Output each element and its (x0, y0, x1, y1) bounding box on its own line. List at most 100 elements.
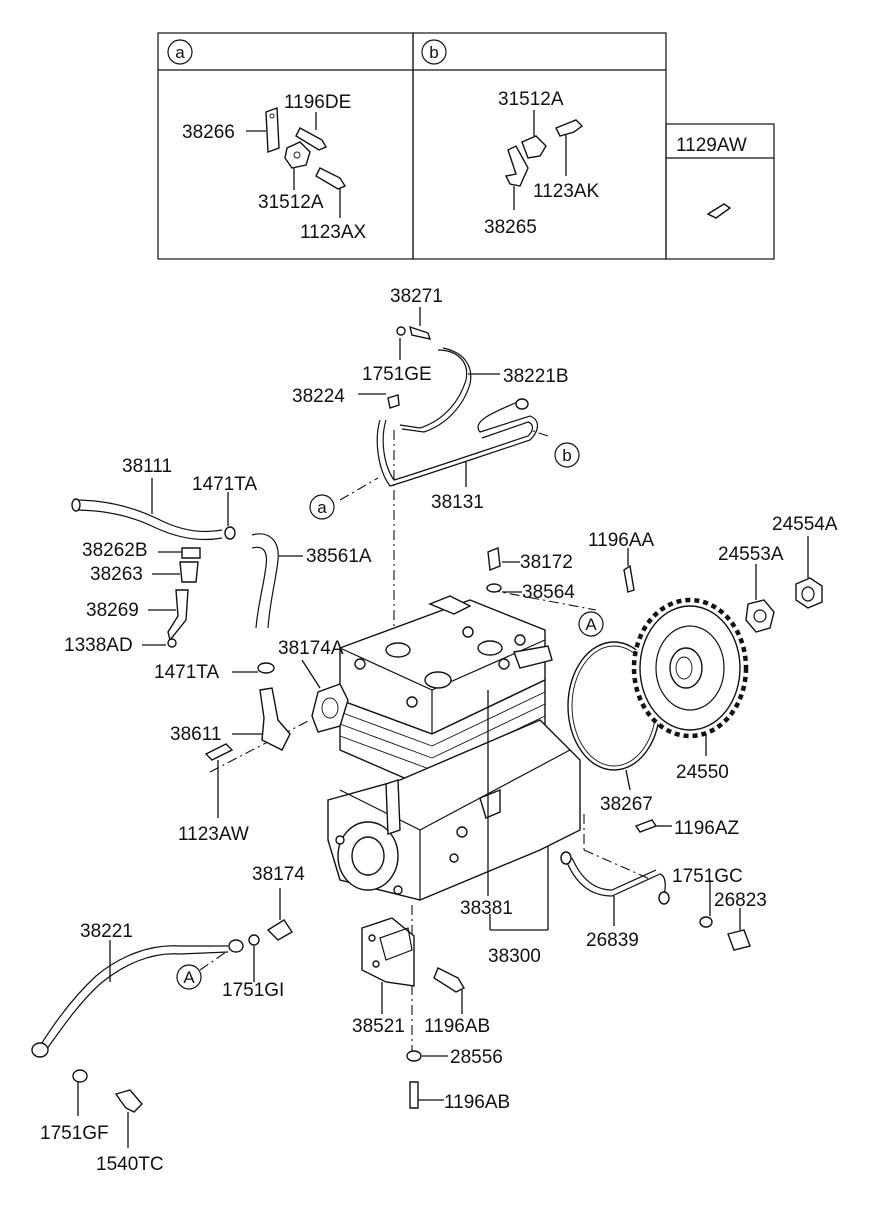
label-1751gf: 1751GF (40, 1123, 109, 1144)
gear-24550 (631, 597, 749, 739)
label-1196az: 1196AZ (674, 818, 740, 839)
bolt-1123ak-icon (555, 119, 584, 137)
bolt-1196aa-icon (623, 564, 635, 593)
label-1123ax: 1123AX (300, 222, 367, 243)
label-24554a: 24554A (772, 514, 838, 535)
inset-c-header: 1129AW (676, 135, 747, 156)
label-38300: 38300 (488, 946, 541, 967)
label-31512a-a: 31512A (258, 192, 324, 213)
bolt-1196de-icon (295, 127, 327, 151)
compressor-body: A 38172 1196AA 38564 38174A 1471TA 38611… (154, 430, 655, 1060)
elbow-38611-icon (259, 687, 291, 751)
label-38381: 38381 (460, 898, 513, 919)
label-1540tc: 1540TC (96, 1154, 164, 1175)
callout-a-main-label: a (317, 498, 327, 517)
lockwasher-24553a-icon (745, 599, 775, 633)
pipe-assembly-top: a b 38271 1751GE 38221B 38224 38131 (292, 286, 580, 520)
label-38265: 38265 (484, 217, 537, 238)
label-38267: 38267 (600, 794, 653, 815)
clamp-31512a-b-icon (521, 135, 547, 159)
bolt-1196az-icon (634, 819, 658, 833)
label-24550: 24550 (676, 762, 729, 783)
bolt-1196ab-bot-icon (409, 1081, 419, 1109)
inset-box-c (665, 123, 775, 260)
label-38174: 38174 (252, 864, 305, 885)
label-1471ta-mid: 1471TA (154, 662, 219, 683)
pipe-38221b (399, 349, 468, 429)
clamp-31512a-icon (284, 141, 311, 169)
bolt-1123aw-icon (204, 743, 234, 761)
washer-1751gi-icon (248, 934, 260, 946)
nut-1338ad-icon (167, 638, 177, 648)
label-38269: 38269 (86, 600, 139, 621)
washer-28556-icon (406, 1050, 422, 1062)
callout-a-top (578, 611, 604, 637)
label-38221b: 38221B (503, 366, 569, 387)
bolt-38174-icon (266, 919, 293, 941)
label-38262b: 38262B (82, 540, 148, 561)
pipe-38111 (73, 499, 223, 533)
inset-box-a (157, 32, 414, 260)
label-1123ak: 1123AK (533, 181, 600, 202)
callout-b-main (554, 442, 580, 468)
bracket-38269-icon (167, 589, 189, 642)
label-1751ge: 1751GE (362, 364, 432, 385)
label-38172: 38172 (520, 552, 573, 573)
label-1123aw: 1123AW (178, 824, 249, 845)
label-1196ab-bot: 1196AB (444, 1092, 510, 1113)
hose-38561a (251, 533, 279, 629)
label-38224: 38224 (292, 386, 345, 407)
flange-38174a-icon (311, 683, 349, 733)
bracket-38521 (361, 917, 415, 987)
label-38564: 38564 (522, 582, 575, 603)
hose-assembly-left: 38111 1471TA 38262B 38263 38561A 38269 1… (64, 456, 372, 656)
washer-1751gc-icon (699, 916, 713, 928)
label-38266: 38266 (182, 122, 235, 143)
pipe-assembly-left-lower: A 38174 38221 1751GI 1751GF 1540TC (31, 864, 305, 1175)
label-28556: 28556 (450, 1047, 503, 1068)
clamp-1471ta-icon (257, 662, 275, 674)
callout-a-left-label: A (183, 968, 195, 987)
washer-1751gf-icon (72, 1069, 88, 1083)
inset-a-circle (167, 39, 193, 65)
inset-b-circle-label: b (429, 43, 438, 62)
label-26839: 26839 (586, 930, 639, 951)
fitting-38271-icon (409, 325, 432, 340)
inset-box-group: a b 1129AW 38266 1196DE 31512A 1123AX 31… (157, 32, 775, 260)
bolt-1540tc-icon (114, 1089, 143, 1113)
inset-b-circle (421, 39, 447, 65)
label-1471ta-top: 1471TA (192, 474, 257, 495)
pipe-38221 (39, 945, 228, 1047)
pipe-26839 (565, 859, 666, 897)
pipe-assembly-right: 1196AZ 1751GC 26823 26839 (560, 814, 767, 951)
washer-38564-icon (486, 583, 502, 593)
bolt-1129aw-icon (706, 203, 732, 219)
label-31512a-b: 31512A (498, 89, 564, 110)
label-38131: 38131 (431, 492, 484, 513)
label-24553a: 24553A (718, 544, 784, 565)
bolt-26823-icon (727, 929, 751, 951)
label-38271: 38271 (390, 286, 443, 307)
pipe-38131 (376, 399, 539, 487)
label-1196aa: 1196AA (588, 530, 655, 551)
label-38221: 38221 (80, 921, 133, 942)
label-1751gc: 1751GC (672, 866, 743, 887)
callout-a-left (176, 964, 202, 990)
gear-assembly: 24554A 24553A 24550 38267 (567, 514, 838, 815)
label-1751gi: 1751GI (222, 980, 284, 1001)
bolt-1123ax-icon (315, 167, 347, 190)
valve-38263-icon (179, 561, 199, 583)
label-1338ad: 1338AD (64, 635, 133, 656)
valve-38262b-icon (181, 547, 201, 559)
callout-b-main-label: b (562, 446, 571, 465)
callout-a-main (309, 494, 335, 520)
label-1196ab-mid: 1196AB (424, 1016, 490, 1037)
label-38561a: 38561A (306, 546, 372, 567)
label-1196de: 1196DE (284, 92, 351, 113)
inset-a-circle-label: a (175, 43, 185, 62)
plug-38172-icon (487, 547, 501, 571)
label-38263: 38263 (90, 564, 143, 585)
bolt-1196ab-mid-icon (433, 967, 465, 993)
callout-a-top-label: A (585, 615, 597, 634)
